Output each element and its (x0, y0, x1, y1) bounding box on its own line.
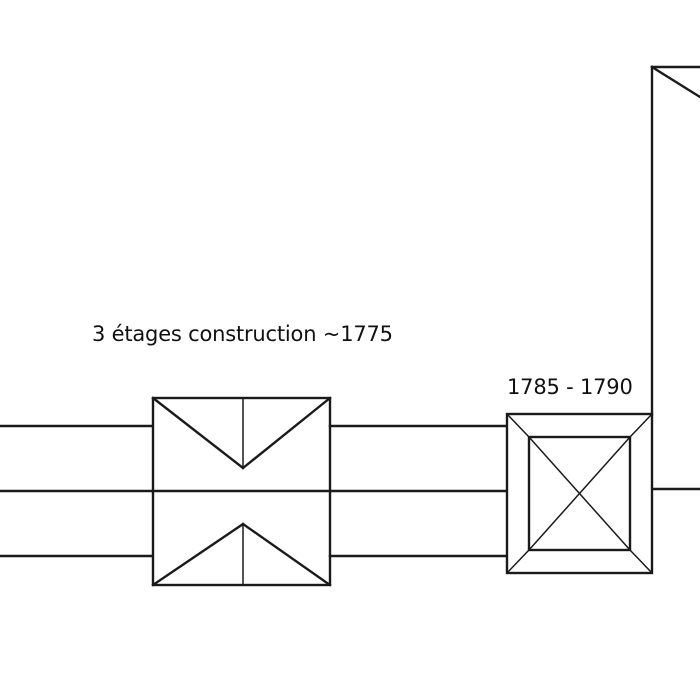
pavilion-1790-corner-tl (506, 413, 530, 438)
pavilion-1775-hip-bl (151, 522, 245, 587)
wing-right-hip (650, 65, 700, 99)
wing-left-segment (0, 424, 155, 558)
pavilion-1790-corner-tr (629, 413, 653, 438)
pavilion-1790-diagonal-b (528, 436, 631, 551)
pavilion-1775-hip-tl (151, 396, 245, 470)
label-pavilion-dates: 1785 - 1790 (507, 375, 633, 399)
pavilion-1790-corner-br (629, 549, 653, 574)
pavilion-1775-hip-tr (241, 396, 332, 470)
wing-middle-segment (328, 424, 509, 558)
wing-right-vertical (650, 65, 700, 491)
pavilion-1775 (151, 396, 332, 587)
label-three-storeys: 3 étages construction ~1775 (92, 322, 393, 346)
pavilion-1790-inner-square (527, 435, 632, 552)
pavilion-1790-corner-bl (506, 549, 530, 574)
pavilion-1785-1790 (505, 412, 654, 575)
pavilion-1775-hip-br (241, 522, 332, 587)
